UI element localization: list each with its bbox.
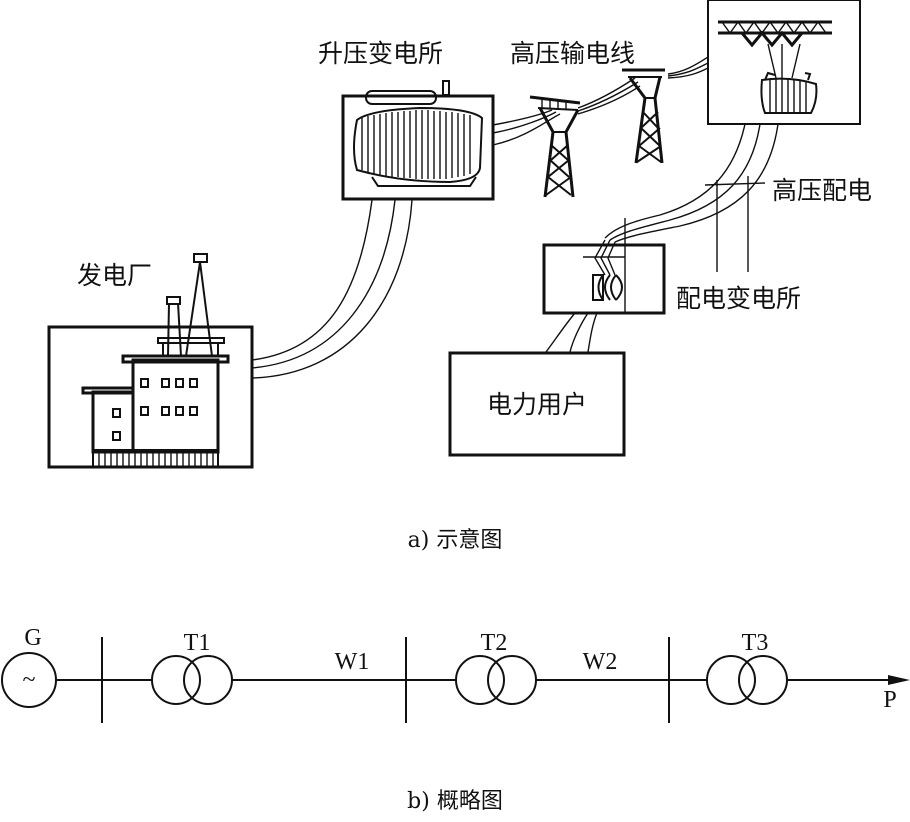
transformer-body xyxy=(353,106,484,184)
side-roof xyxy=(81,386,135,395)
hv-distribution-label: 高压配电 xyxy=(772,176,872,205)
transformer-fins xyxy=(361,110,471,179)
step-up-substation: 升压变电所 xyxy=(318,39,495,201)
transformer-winding-icon xyxy=(738,655,788,705)
chimneys xyxy=(157,253,225,357)
generator-label: G xyxy=(24,625,41,651)
transformer-t1: T1 xyxy=(151,630,233,705)
power-plant: 发电厂 xyxy=(47,253,254,469)
plant-base xyxy=(92,449,219,468)
transformer-winding-icon xyxy=(183,655,233,705)
output-label: P xyxy=(883,687,896,713)
bushing xyxy=(442,80,450,96)
transformer-winding-icon xyxy=(151,655,201,705)
base-hatching xyxy=(98,450,214,467)
hv-wires-2 xyxy=(667,56,709,79)
transformer-base xyxy=(371,176,477,187)
power-plant-label: 发电厂 xyxy=(77,261,152,290)
hv-distribution-lines xyxy=(583,123,779,313)
hv-transmission-line-label: 高压输电线 xyxy=(510,39,635,68)
generator-symbol: ~ xyxy=(23,667,36,693)
line-w1-label: W1 xyxy=(335,649,370,675)
generator-icon xyxy=(1,652,57,708)
windows xyxy=(112,378,198,441)
figure-b-one-line: ~ G T1 W1 T2 W2 T3 P b) 概略图 xyxy=(1,625,910,814)
step-up-substation-label: 升压变电所 xyxy=(318,39,443,68)
transmission-tower-1 xyxy=(529,95,581,198)
line-w2-label: W2 xyxy=(583,649,618,675)
cable-to-consumer xyxy=(545,312,598,353)
consumer-box xyxy=(448,351,626,457)
power-consumer-label: 电力用户 xyxy=(487,390,587,419)
side-building xyxy=(91,390,135,454)
transformer-winding-icon xyxy=(706,655,756,705)
transformer-t2: T2 xyxy=(455,630,537,705)
hv-substation-box xyxy=(707,0,861,125)
transformer-t3-label: T3 xyxy=(742,630,769,656)
distribution-substation xyxy=(542,239,666,315)
transformer-t2-label: T2 xyxy=(481,630,508,656)
transformer-winding-icon xyxy=(487,655,537,705)
main-roof xyxy=(121,354,230,364)
cable-plant-to-substation xyxy=(251,199,413,379)
conservator-tank xyxy=(365,90,437,105)
distribution-substation-label: 配电变电所 xyxy=(676,284,801,313)
step-up-box xyxy=(341,94,495,201)
transformer-winding-icon xyxy=(455,655,505,705)
power-consumer: 电力用户 xyxy=(448,351,626,457)
output-arrow-icon xyxy=(888,675,910,685)
figure-b-caption: b) 概略图 xyxy=(407,789,503,814)
figure-a-caption: a) 示意图 xyxy=(408,528,503,553)
cable-substation-to-tower xyxy=(492,109,561,146)
figure-a-schematic: 发电厂 xyxy=(47,0,872,553)
power-plant-box xyxy=(47,325,254,469)
hv-transformer xyxy=(760,77,818,114)
transformer-t3: T3 xyxy=(706,630,788,705)
hv-substation xyxy=(707,0,861,125)
transformer-t1-label: T1 xyxy=(184,630,211,656)
distribution-box xyxy=(542,243,666,315)
transmission-tower-2 xyxy=(622,68,665,164)
hv-wires-1 xyxy=(577,77,641,115)
